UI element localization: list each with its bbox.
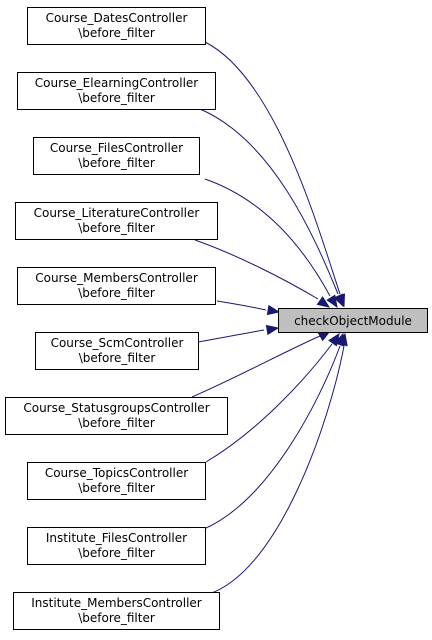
target-node-box [278,308,428,333]
caller-method-label: \before_filter [78,26,155,40]
caller-class-label: Course_ElearningController [35,76,199,90]
caller-node-box [15,202,218,240]
call-edge [204,178,338,309]
edge-line [203,345,341,530]
caller-node[interactable]: Course_StatusgroupsController\before_fil… [5,397,228,435]
caller-node-box [13,592,220,630]
arrowhead-icon [316,296,331,308]
caller-method-label: \before_filter [78,611,155,625]
edges-layer [191,41,348,595]
target-label: checkObjectModule [294,314,412,328]
target-node[interactable]: checkObjectModule [278,308,428,333]
caller-node[interactable]: Course_TopicsController\before_filter [27,462,206,500]
call-edge [194,239,331,308]
caller-method-label: \before_filter [78,221,155,235]
caller-node[interactable]: Course_MembersController\before_filter [17,267,216,305]
call-edge [191,330,332,398]
call-edge [199,108,344,308]
caller-method-label: \before_filter [78,286,155,300]
call-edge [216,300,281,316]
caller-class-label: Institute_MembersController [31,596,202,610]
caller-node[interactable]: Course_ScmController\before_filter [35,332,199,370]
caller-class-label: Course_MembersController [35,271,198,285]
edge-line [191,335,321,398]
caller-node-box [35,332,199,370]
caller-class-label: Course_DatesController [46,11,188,25]
edge-line [197,329,265,343]
caller-node[interactable]: Course_DatesController\before_filter [27,7,206,45]
call-edge [208,332,348,595]
caller-node-box [27,527,206,565]
caller-node-box [27,7,206,45]
caller-class-label: Institute_FilesController [46,531,187,545]
caller-node-box [5,397,228,435]
caller-node-box [17,72,216,110]
edge-line [208,345,345,595]
caller-method-label: \before_filter [79,351,156,365]
caller-method-label: \before_filter [78,481,155,495]
caller-class-label: Course_ScmController [51,336,184,350]
caller-class-label: Course_TopicsController [45,466,188,480]
caller-node[interactable]: Course_LiteratureController\before_filte… [15,202,218,240]
arrowhead-icon [266,304,281,316]
caller-node[interactable]: Course_FilesController\before_filter [33,137,200,175]
nodes-layer: Course_DatesController\before_filterCour… [5,7,428,630]
edge-line [216,300,267,311]
caller-method-label: \before_filter [78,416,155,430]
caller-node[interactable]: Institute_FilesController\before_filter [27,527,206,565]
caller-node-box [27,462,206,500]
caller-class-label: Course_LiteratureController [34,206,200,220]
caller-method-label: \before_filter [78,546,155,560]
edge-line [199,108,339,295]
edge-line [204,41,341,295]
call-edge [197,324,280,343]
edge-line [205,343,333,463]
arrowhead-icon [265,324,280,336]
caller-node[interactable]: Institute_MembersController\before_filte… [13,592,220,630]
caller-class-label: Course_StatusgroupsController [23,401,209,415]
caller-node[interactable]: Course_ElearningController\before_filter [17,72,216,110]
caller-class-label: Course_FilesController [50,141,183,155]
edge-line [194,239,319,300]
edge-line [204,178,331,297]
caller-method-label: \before_filter [78,156,155,170]
caller-node-box [33,137,200,175]
caller-method-label: \before_filter [78,91,155,105]
arrowhead-icon [333,293,344,308]
arrowhead-icon [326,294,338,309]
caller-node-box [17,267,216,305]
arrowhead-icon [337,332,348,347]
